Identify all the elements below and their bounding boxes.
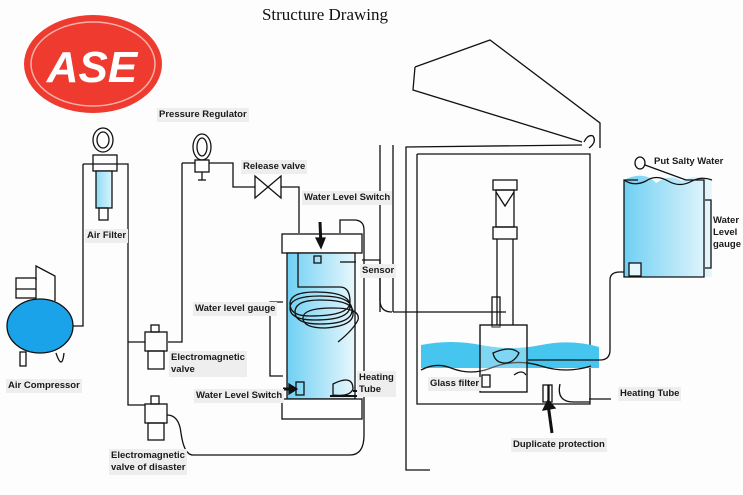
label-electromagnetic-valve: Electromagnetic valve [169, 351, 247, 377]
ase-logo: ASE [24, 15, 162, 113]
label-electromagnetic-valve-line2: valve [171, 364, 195, 375]
air-compressor [6, 264, 74, 367]
label-heating-tube-right: Heating Tube [618, 387, 682, 401]
label-water-level-switch-bottom: Water Level Switch [194, 389, 285, 403]
chamber-water [421, 342, 599, 368]
label-duplicate-protection: Duplicate protection [511, 438, 607, 452]
test-chamber [393, 39, 601, 471]
label-heating-tube-line2: Tube [359, 384, 381, 395]
label-valve-of-disaster: Electromagnetic valve of disaster [109, 449, 188, 475]
label-heating-tube-line1: Heating [359, 372, 394, 383]
release-valve [254, 174, 282, 200]
logo-text: ASE [46, 43, 139, 92]
pressure-regulator [192, 133, 212, 181]
label-sensor: Sensor [360, 264, 397, 278]
water-tank [269, 233, 363, 420]
diagram-title: Structure Drawing [261, 5, 389, 24]
label-water-level-switch-top: Water Level Switch [302, 191, 393, 205]
pipe-compressor [72, 164, 84, 327]
label-air-compressor: Air Compressor [6, 379, 82, 393]
pipe-air-filter [83, 163, 145, 406]
label-electromagnetic-valve-line1: Electromagnetic [171, 352, 245, 363]
electromagnetic-valve-of-disaster [144, 395, 168, 441]
pipe-regulator-valve [168, 163, 183, 343]
label-water-level-gauge: Water level gauge [193, 302, 278, 316]
label-air-filter: Air Filter [85, 229, 129, 243]
label-water-level-gauge-right-line1: Water [713, 215, 740, 226]
label-glass-filter: Glass filter [428, 377, 482, 391]
label-water-level-gauge-right: Water Level gauge [711, 214, 743, 252]
label-release-valve: Release valve [241, 160, 308, 174]
electromagnetic-valve [144, 324, 168, 370]
label-put-salty-water: Put Salty Water [654, 156, 724, 167]
label-valve-of-disaster-line1: Electromagnetic [111, 450, 185, 461]
label-water-level-gauge-right-line2: Level [713, 227, 738, 238]
label-water-level-gauge-right-line3: gauge [713, 239, 741, 250]
salt-water-tank [623, 156, 713, 278]
label-heating-tube-left: Heating Tube [357, 371, 396, 397]
label-valve-of-disaster-line2: valve of disaster [111, 462, 186, 473]
label-pressure-regulator: Pressure Regulator [157, 108, 249, 122]
air-filter [92, 127, 118, 221]
